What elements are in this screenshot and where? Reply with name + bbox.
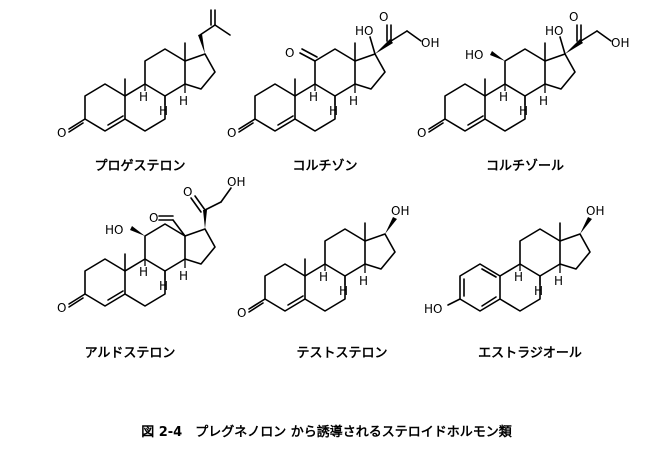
h-label: H [534,284,543,298]
hydroxyl-label: OH [391,204,409,218]
structure-testosterone-drawing: H H H O OH [237,204,409,320]
structure-aldosterone: H H H O HO O O OH [55,175,255,334]
h-label: H [539,94,548,108]
structure-cortisone-drawing: H H H O O HO O OH [227,10,439,140]
compound-name: コルチゾール [485,159,564,174]
structure-aldosterone-drawing: H H H O HO O O OH [57,175,245,315]
h-label: H [499,90,508,104]
h-label: H [359,274,368,288]
hydroxyl-label: HO [105,223,123,237]
h-label: H [519,104,528,118]
hydroxyl-label: HO [545,24,563,38]
h-label: H [309,90,318,104]
structure-progesterone: H H H O [55,9,235,159]
oxygen-label: O [569,10,578,24]
compound-name: コルチゾン [292,159,358,174]
hydroxyl-label: OH [227,175,245,189]
hydroxyl-label: OH [421,36,439,50]
compound-name: プロゲステロン [94,159,186,174]
h-label: H [179,269,188,283]
h-label: H [319,270,328,284]
structure-progesterone-drawing: H H H O [57,9,231,140]
h-label: H [139,90,148,104]
oxygen-label: O [57,126,66,140]
structure-estradiol-drawing: H H H HO OH [424,204,604,316]
compound-name: テストステロン [296,346,388,361]
compound-name: エストラジオール [478,346,582,361]
h-label: H [554,274,563,288]
oxygen-label: O [149,211,158,225]
oxygen-label: O [379,10,388,24]
structure-cortisol: H H H O HO HO O OH [415,10,635,159]
h-label: H [159,279,168,293]
oxygen-label: O [237,306,246,320]
h-label: H [159,104,168,118]
oxygen-label: O [417,126,426,140]
hydroxyl-label: HO [355,24,373,38]
hydroxyl-label: OH [586,204,604,218]
h-label: H [139,265,148,279]
h-label: H [179,94,188,108]
h-label: H [514,270,523,284]
structure-testosterone: H H H O OH [235,204,415,339]
hydroxyl-label: HO [465,48,483,62]
figure-caption: 図 2-4 プレグネノロン から誘導されるステロイドホルモン類 [141,425,512,440]
structure-estradiol: H H H HO OH [424,204,620,339]
oxygen-label: O [183,185,192,199]
h-label: H [329,104,338,118]
compound-name: アルドステロン [84,346,176,361]
hydroxyl-label: OH [611,36,629,50]
h-label: H [339,284,348,298]
structure-cortisone: H H H O O HO O OH [225,10,439,159]
oxygen-label: O [285,46,294,60]
oxygen-label: O [57,301,66,315]
oxygen-label: O [227,126,236,140]
structure-cortisol-drawing: H H H O HO HO O OH [417,10,629,140]
hydroxyl-label: HO [424,302,442,316]
h-label: H [349,94,358,108]
